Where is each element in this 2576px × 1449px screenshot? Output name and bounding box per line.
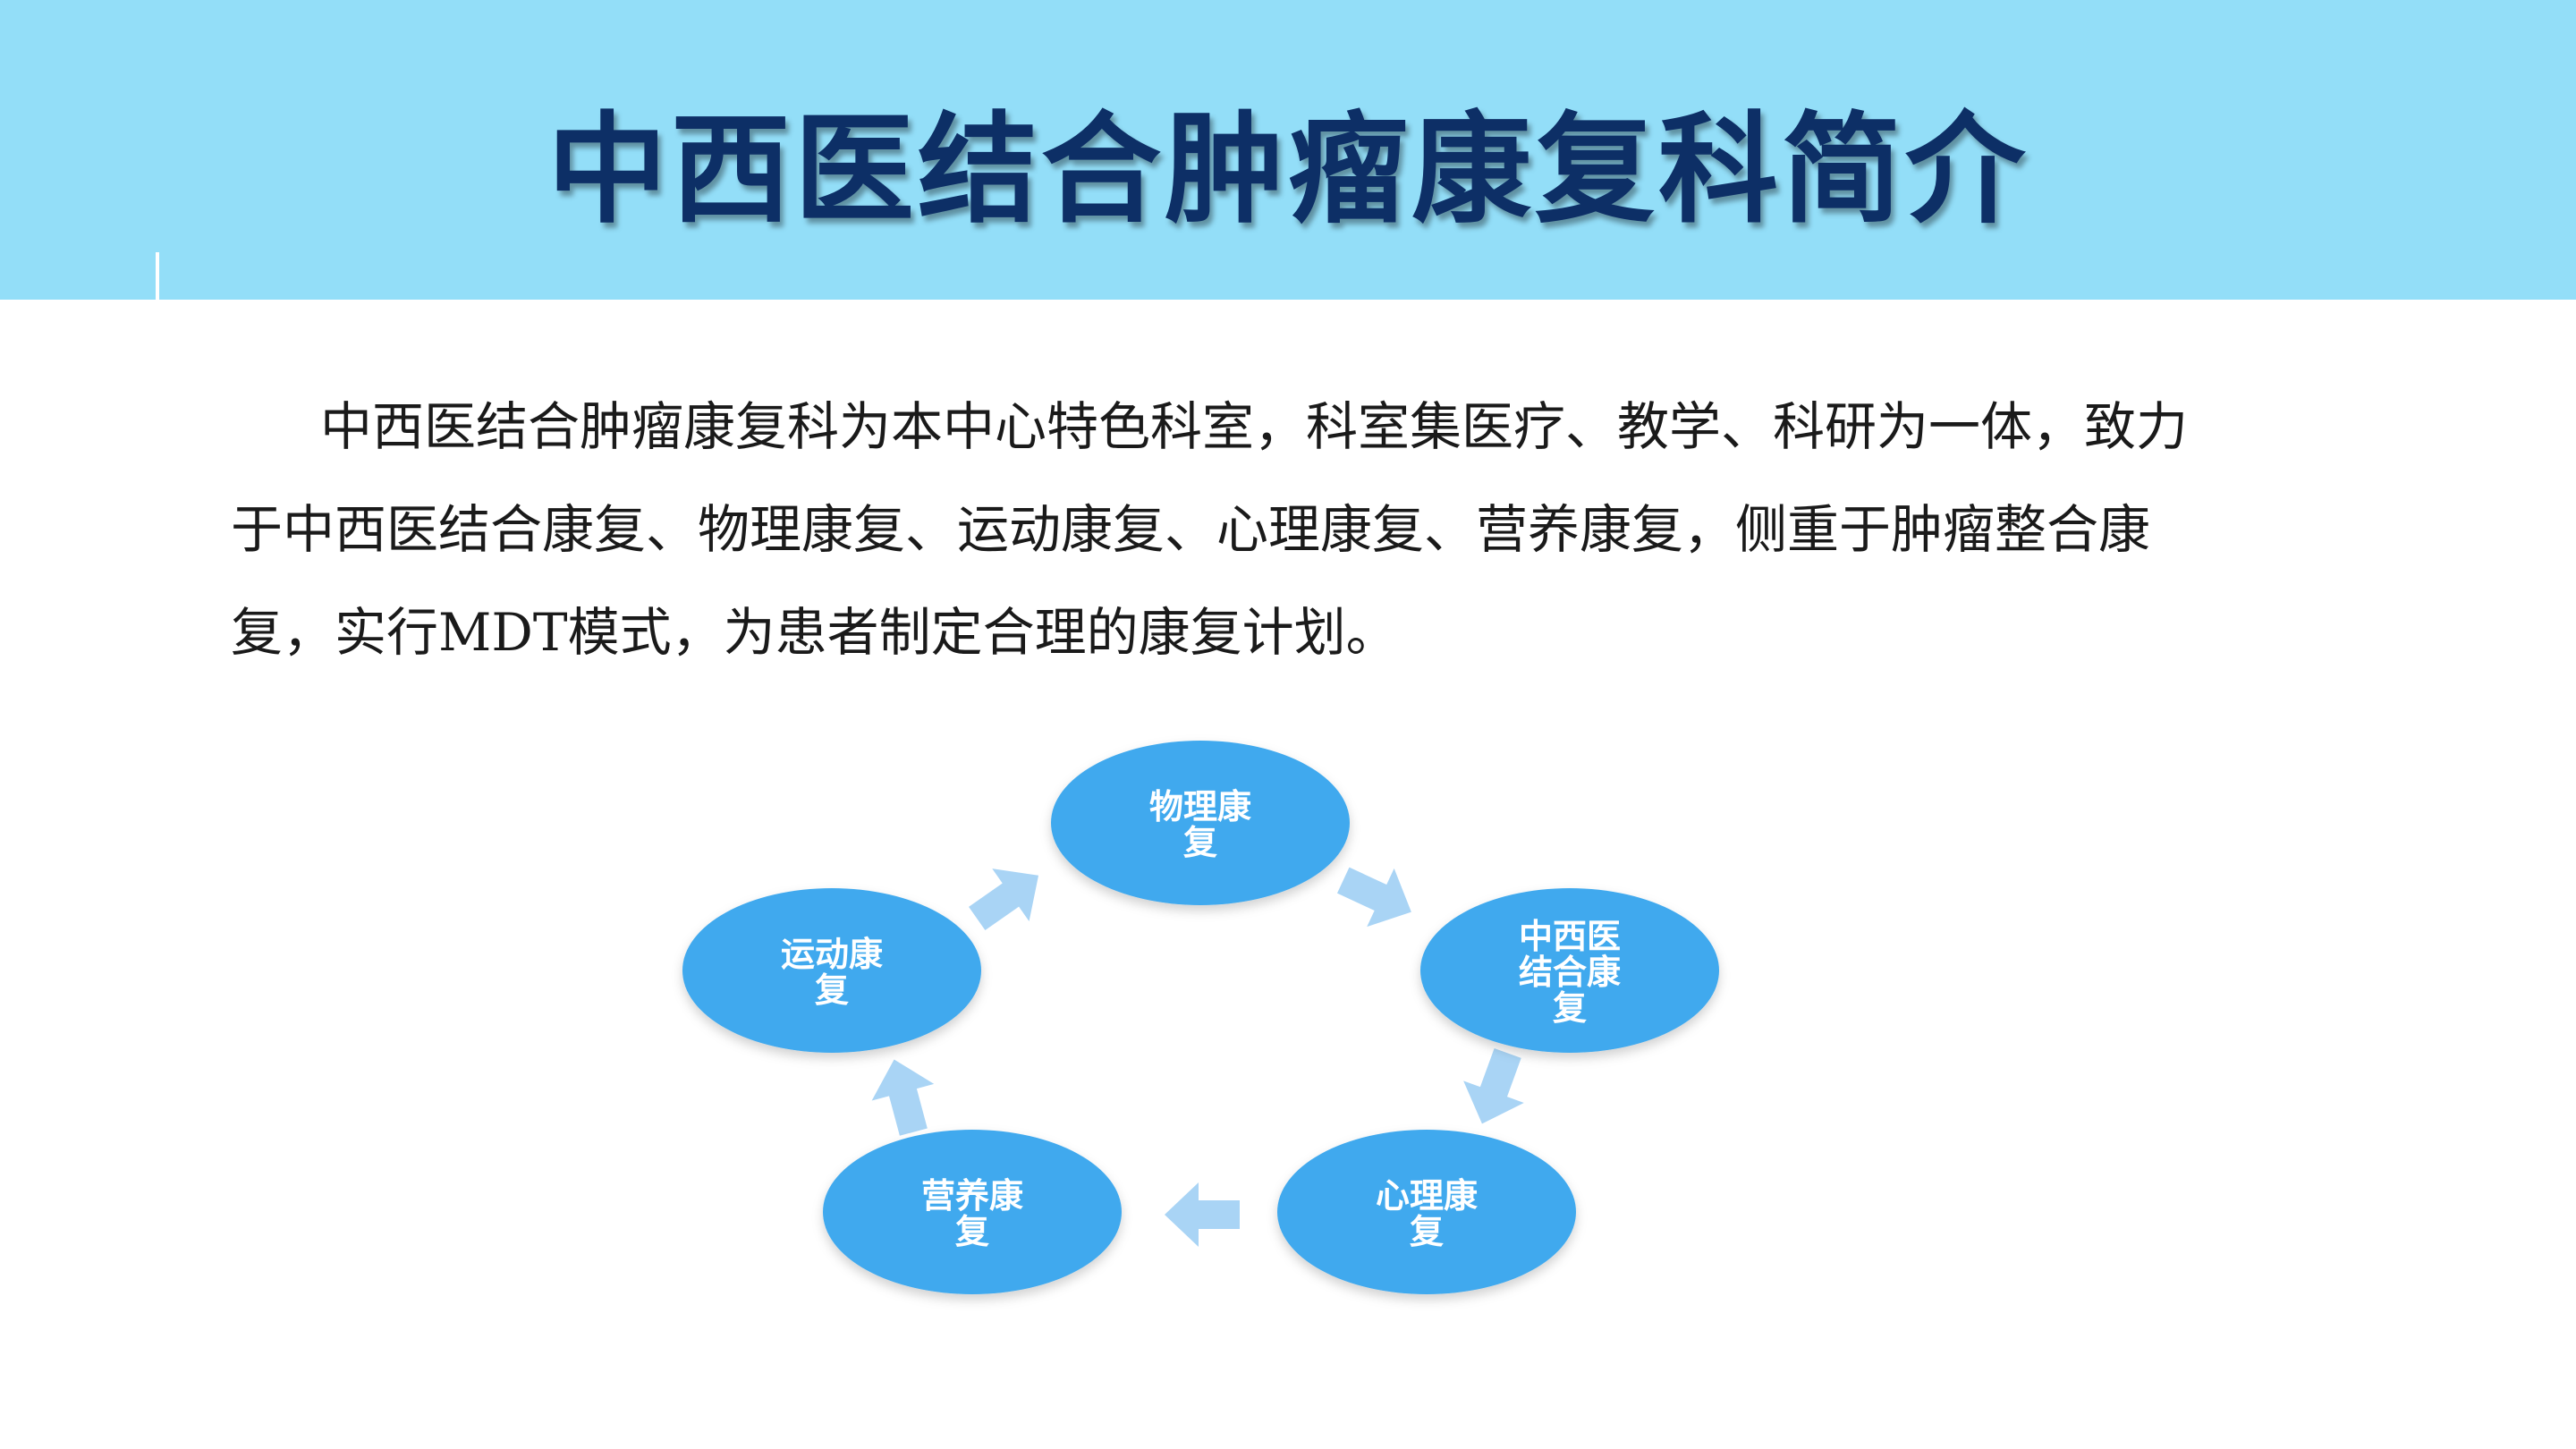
node-label-line: 营养康 xyxy=(921,1176,1023,1216)
cycle-node-psych: 心理康 复 xyxy=(1277,1130,1576,1294)
arrow-psych-to-nutrition-icon xyxy=(1165,1182,1240,1247)
arrow-nutrition-to-exercise-icon xyxy=(862,1051,945,1140)
page-title: 中西医结合肿瘤康复科简介 xyxy=(547,100,2029,240)
node-label-line: 复 xyxy=(1553,988,1587,1028)
header-band xyxy=(0,0,2576,300)
header-divider-mark xyxy=(156,252,159,300)
intro-paragraph: 中西医结合肿瘤康复科为本中心特色科室，科室集医疗、教学、科研为一体，致力于中西医… xyxy=(231,396,2189,663)
node-label-line: 复 xyxy=(815,970,849,1010)
cycle-node-exercise: 运动康 复 xyxy=(682,888,981,1053)
node-label-line: 复 xyxy=(1183,823,1217,862)
node-label-line: 中西医 xyxy=(1519,917,1621,956)
node-label-line: 复 xyxy=(955,1212,989,1251)
arrow-exercise-to-physical-icon xyxy=(958,849,1057,945)
arrow-tcm-to-psych-icon xyxy=(1452,1042,1538,1135)
arrow-physical-to-tcm-icon xyxy=(1329,851,1426,942)
node-label-line: 物理康 xyxy=(1149,787,1251,826)
node-label-line: 运动康 xyxy=(781,935,883,974)
node-label-line: 心理康 xyxy=(1376,1176,1478,1216)
cycle-node-nutrition: 营养康 复 xyxy=(823,1130,1122,1294)
node-label-line: 复 xyxy=(1410,1212,1444,1251)
node-label-line: 结合康 xyxy=(1519,953,1621,992)
cycle-node-tcm: 中西医 结合康 复 xyxy=(1420,888,1719,1053)
cycle-node-physical: 物理康 复 xyxy=(1051,741,1350,905)
